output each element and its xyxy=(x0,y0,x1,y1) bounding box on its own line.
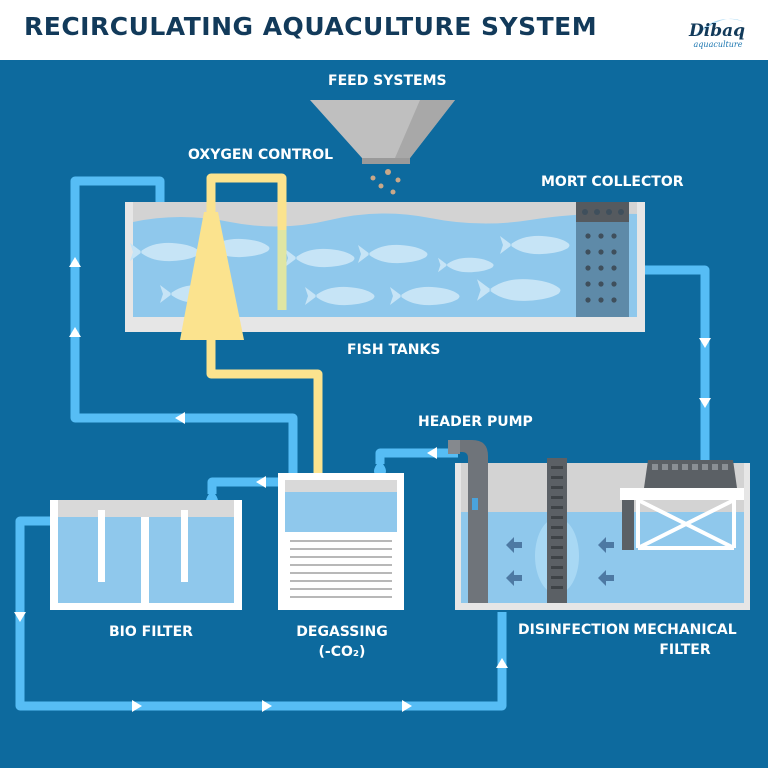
header-pump-pipe xyxy=(375,448,458,464)
feed-pellets xyxy=(370,169,401,195)
label-bio-filter: BIO FILTER xyxy=(109,624,193,640)
mort-collector xyxy=(576,202,629,317)
uv-disinfection xyxy=(535,458,579,603)
label-mechanical-filter-line1: MECHANICAL xyxy=(633,622,737,638)
feed-hopper xyxy=(310,100,455,195)
bottom-loop-pipe xyxy=(15,516,507,711)
label-degassing: DEGASSING (-CO₂) xyxy=(292,622,392,662)
logo-subtitle: aquaculture xyxy=(694,40,743,49)
label-feed-systems: FEED SYSTEMS xyxy=(328,73,447,89)
label-mort-collector: MORT COLLECTOR xyxy=(541,174,684,190)
header-pump xyxy=(448,440,488,603)
flow-arrows xyxy=(14,257,711,712)
oxygen-cone xyxy=(180,212,244,340)
page-title: RECIRCULATING AQUACULTURE SYSTEM xyxy=(24,12,598,41)
degassing-unit xyxy=(278,473,404,610)
label-header-pump: HEADER PUMP xyxy=(418,414,533,430)
dibaq-logo: Dibaq aquaculture xyxy=(688,18,745,49)
bio-filter xyxy=(50,500,242,610)
return-pipe-to-tank xyxy=(70,176,298,475)
filtration-tank xyxy=(448,440,750,610)
ras-diagram xyxy=(14,100,750,712)
logo-wordmark: Dibaq xyxy=(688,21,745,41)
label-degassing-line1: DEGASSING xyxy=(296,624,388,640)
label-mechanical-filter-line2: FILTER xyxy=(659,642,711,658)
label-disinfection: DISINFECTION xyxy=(518,622,630,638)
label-degassing-line2: (-CO₂) xyxy=(318,644,366,660)
degassing-to-biofilter-pipe xyxy=(207,477,278,494)
mechanical-drum-filter xyxy=(620,460,744,550)
label-fish-tanks: FISH TANKS xyxy=(347,342,441,358)
label-mechanical-filter: MECHANICAL FILTER xyxy=(632,620,738,660)
oxygen-control xyxy=(180,173,323,473)
tank-outlet-pipe xyxy=(640,265,710,465)
label-oxygen-control: OXYGEN CONTROL xyxy=(188,147,334,163)
title-bar: RECIRCULATING AQUACULTURE SYSTEM Dibaq a… xyxy=(0,0,768,60)
internal-flow-arrows xyxy=(506,537,614,586)
